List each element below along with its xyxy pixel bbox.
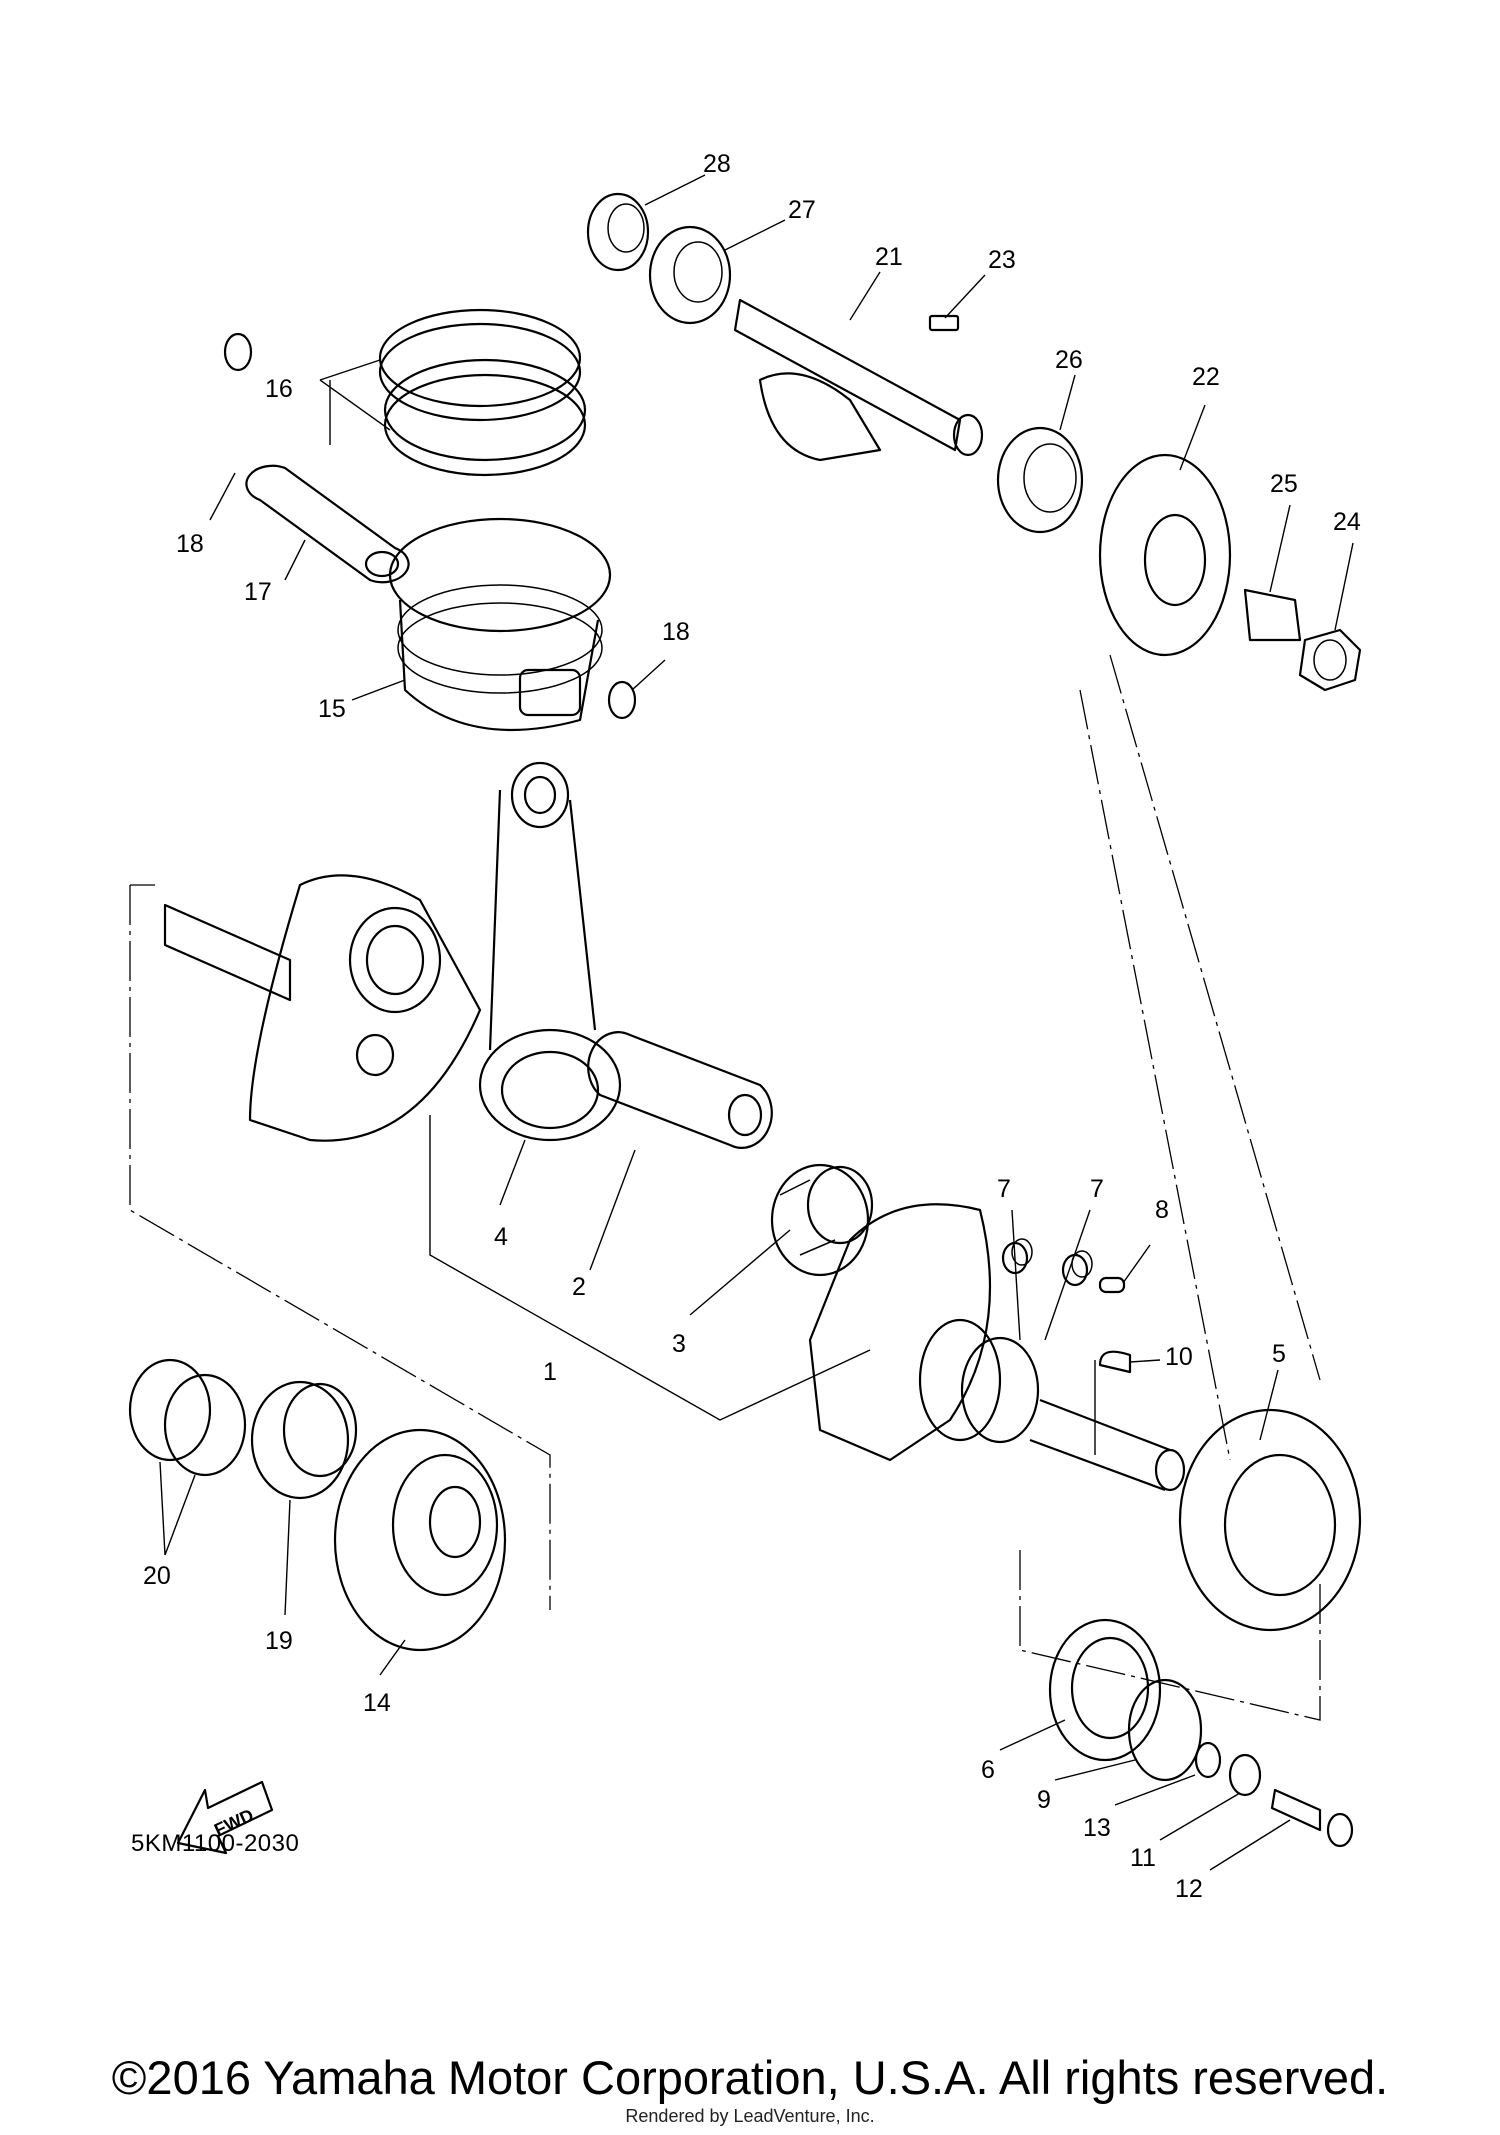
spring-left	[1001, 1238, 1033, 1275]
bolt	[1270, 1788, 1354, 1848]
callout-12: 12	[1175, 1875, 1203, 1903]
callout-27: 27	[788, 196, 816, 224]
piston-pin	[245, 464, 410, 584]
crank-pin	[587, 1031, 773, 1149]
primary-drive-gear	[1178, 1408, 1362, 1632]
assembly-bracket-lines	[129, 654, 1321, 1721]
copyright-notice: ©2016 Yamaha Motor Corporation, U.S.A. A…	[111, 2051, 1389, 2104]
callout-28: 28	[703, 150, 731, 178]
spacer	[250, 1380, 358, 1500]
callout-6: 6	[981, 1756, 995, 1784]
circlip-right	[607, 680, 637, 720]
woodruff-key	[1098, 1350, 1132, 1374]
spring-right	[1061, 1250, 1093, 1287]
callout-7a: 7	[997, 1175, 1011, 1203]
needle-bearing	[770, 1163, 874, 1277]
shim-2	[163, 1373, 247, 1477]
callout-10: 10	[1165, 1343, 1193, 1371]
leader-lines	[159, 174, 1354, 1871]
callout-24: 24	[1333, 508, 1361, 536]
diagram-code: 5KM1100-2030	[131, 1830, 300, 1857]
oil-seal-inner	[607, 203, 645, 253]
piston-rings	[378, 308, 587, 477]
connecting-rod	[478, 761, 622, 1142]
callout-13: 13	[1083, 1814, 1111, 1842]
callout-18a: 18	[176, 530, 204, 558]
callout-23: 23	[988, 246, 1016, 274]
circlip	[1127, 1678, 1203, 1782]
balancer-key	[928, 314, 960, 332]
bearing-balancer	[996, 426, 1084, 534]
callout-1: 1	[543, 1358, 557, 1386]
rendered-by-label: Rendered by LeadVenture, Inc.	[625, 2106, 875, 2126]
callout-20: 20	[143, 1562, 171, 1590]
callout-25: 25	[1270, 470, 1298, 498]
o-ring	[1194, 1741, 1222, 1779]
crankshaft-left	[163, 874, 482, 1142]
callout-5: 5	[1272, 1340, 1286, 1368]
callout-11: 11	[1130, 1844, 1156, 1872]
pin	[1098, 1276, 1126, 1294]
nut	[1298, 628, 1362, 692]
callout-17: 17	[244, 578, 272, 606]
callout-2: 2	[572, 1273, 586, 1301]
plate	[1048, 1618, 1162, 1762]
crankshaft-right	[808, 1203, 1186, 1492]
callout-14: 14	[363, 1689, 391, 1717]
balancer-gear	[1098, 453, 1232, 657]
callout-26: 26	[1055, 346, 1083, 374]
callout-22: 22	[1192, 363, 1220, 391]
washer	[1228, 1753, 1262, 1797]
callout-16: 16	[265, 375, 293, 403]
bearing-balancer-inner	[1023, 443, 1077, 513]
callout-19: 19	[265, 1627, 293, 1655]
callout-8: 8	[1155, 1196, 1169, 1224]
bearing-upper	[648, 225, 732, 325]
callout-3: 3	[672, 1330, 686, 1358]
lock-washer	[1243, 588, 1302, 642]
callout-18b: 18	[662, 618, 690, 646]
callout-9: 9	[1037, 1786, 1051, 1814]
oil-seal	[586, 192, 650, 272]
piston	[388, 517, 612, 732]
callout-4: 4	[494, 1223, 508, 1251]
bearing-left	[333, 1428, 507, 1652]
callout-15: 15	[318, 695, 346, 723]
circlip-left	[223, 332, 253, 372]
bearing-upper-inner	[673, 241, 723, 303]
shim-1	[128, 1358, 212, 1462]
callout-21: 21	[875, 243, 903, 271]
balancer-shaft	[733, 298, 984, 462]
callout-7b: 7	[1090, 1175, 1104, 1203]
